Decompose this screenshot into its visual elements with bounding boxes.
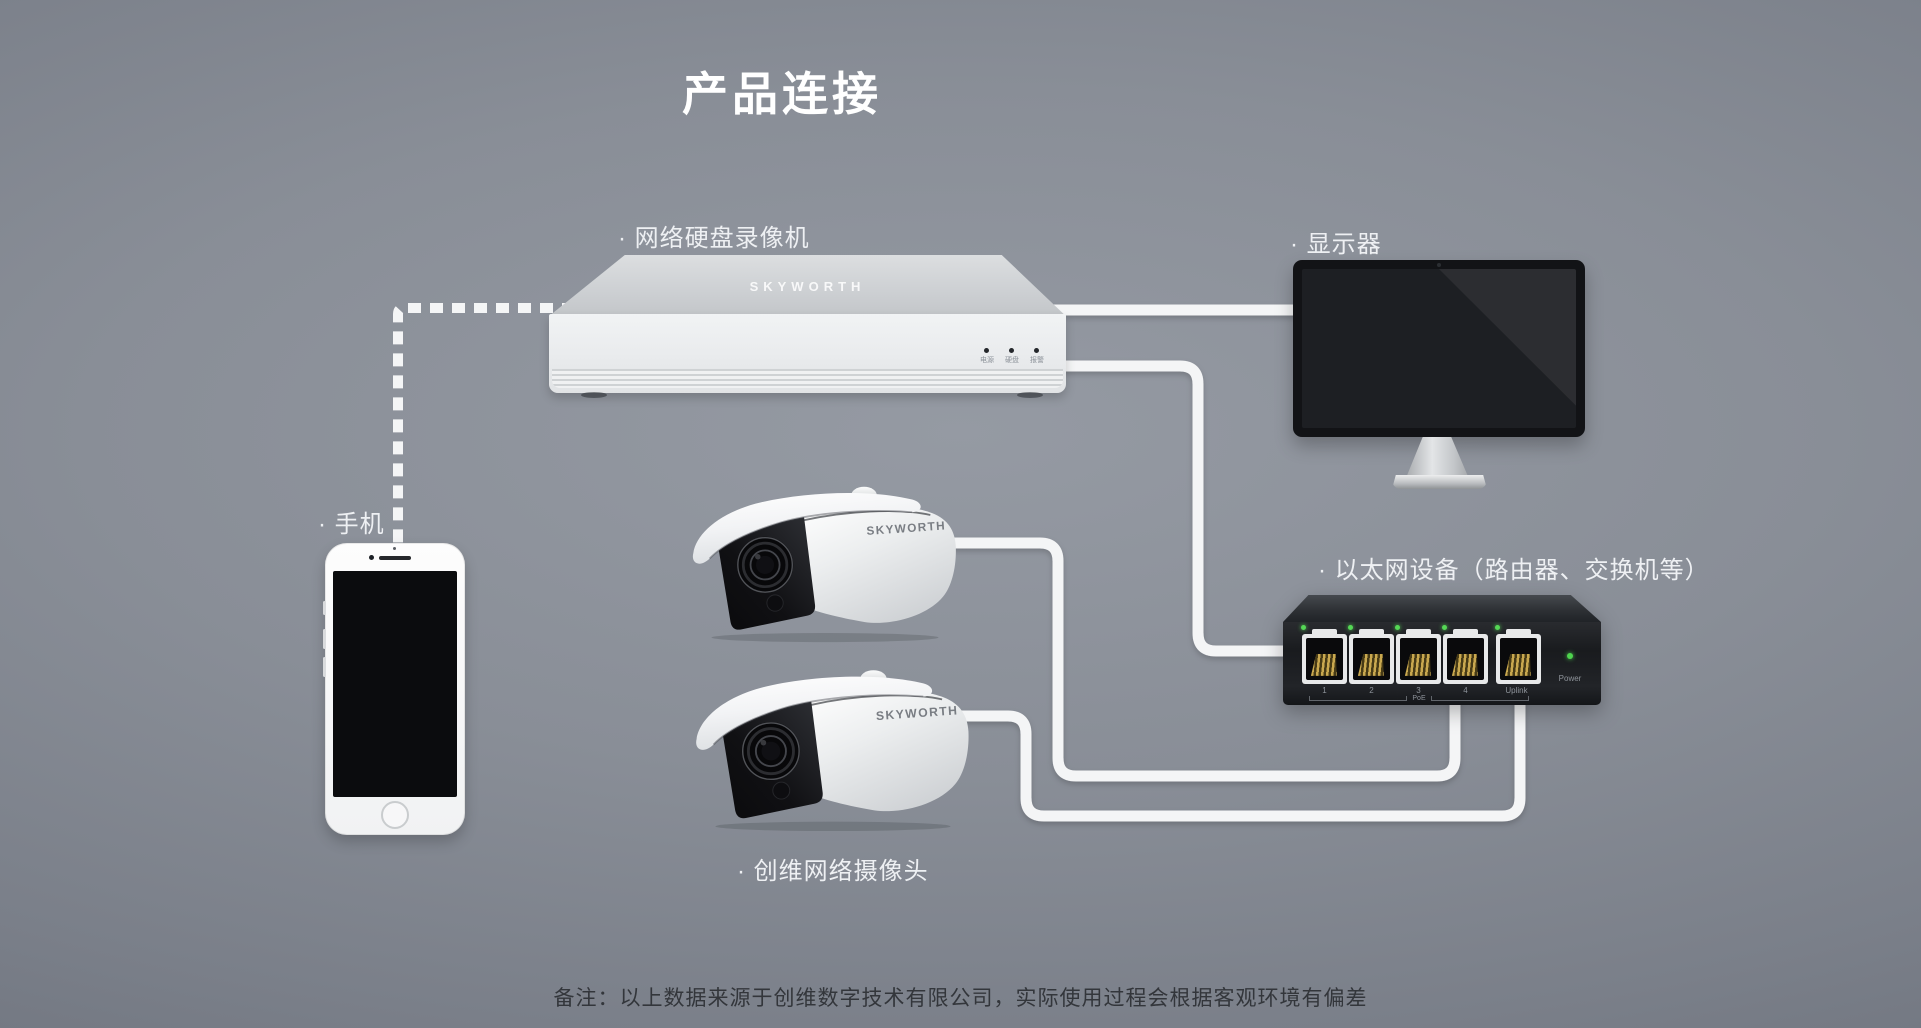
page-title: 产品连接 xyxy=(682,68,882,120)
camera-brand-text: SKYWORTH xyxy=(866,518,947,538)
solid-wires xyxy=(940,304,1526,822)
switch-top-face xyxy=(1283,595,1601,622)
wire-camera1-to-switch xyxy=(940,537,1461,782)
nvr-device: SKYWORTH 电源 硬盘 报警 xyxy=(545,253,1070,401)
phone-home-button xyxy=(381,801,409,829)
monitor-bezel xyxy=(1293,260,1585,437)
nvr-led-label: 报警 xyxy=(1030,357,1044,364)
port-status-led xyxy=(1442,625,1447,630)
camera-brand-text: SKYWORTH xyxy=(875,703,958,723)
rj45-port-1 xyxy=(1301,625,1347,684)
port-opening xyxy=(1400,638,1437,680)
camera-shadow xyxy=(711,633,939,643)
camera-hood xyxy=(692,492,921,564)
phone-volume-button xyxy=(323,629,326,649)
camera-hood-edge xyxy=(712,694,924,746)
phone-volume-button xyxy=(323,657,326,677)
nvr-foot xyxy=(581,392,607,398)
port-status-led xyxy=(1301,625,1306,630)
port-tab xyxy=(1359,629,1384,635)
port-number: 2 xyxy=(1369,686,1374,695)
rj45-port-uplink xyxy=(1495,625,1541,684)
camera-label: · 创维网络摄像头 xyxy=(737,858,929,885)
port-tab xyxy=(1312,629,1337,635)
port-tab xyxy=(1506,629,1531,635)
port-opening xyxy=(1447,638,1484,680)
ethernet-label: · 以太网设备（路由器、交换机等） xyxy=(1318,557,1710,584)
nvr-hdd-led xyxy=(1009,348,1014,353)
poe-label: PoE xyxy=(1412,695,1426,702)
nvr-led-label: 硬盘 xyxy=(1005,357,1019,364)
phone-sensor-dot xyxy=(393,547,396,550)
camera-lens xyxy=(736,536,794,594)
port-number: 1 xyxy=(1322,686,1327,695)
phone-front-camera xyxy=(369,555,374,560)
rj45-port-2 xyxy=(1348,625,1394,684)
phone-screen xyxy=(333,571,457,797)
port-number: 4 xyxy=(1463,686,1468,695)
wire-phone-to-nvr-dashed xyxy=(393,303,575,546)
rj45-port-4 xyxy=(1442,625,1488,684)
switch-power-led xyxy=(1567,653,1573,659)
monitor-screen xyxy=(1302,269,1576,428)
port-opening xyxy=(1500,638,1537,680)
nvr-power-led xyxy=(984,348,989,353)
ethernet-switch-device: 1 2 3 4 PoE Uplink Power xyxy=(1283,595,1601,705)
port-opening xyxy=(1353,638,1390,680)
camera-hood xyxy=(696,676,933,750)
camera-shadow xyxy=(715,821,951,832)
port-pins xyxy=(1310,654,1338,676)
port-number: 3 xyxy=(1416,686,1421,695)
nvr-alarm-led xyxy=(1034,348,1039,353)
nvr-vent-grooves xyxy=(552,369,1063,388)
phone-mute-switch xyxy=(323,601,326,615)
camera-ir-led xyxy=(772,781,791,800)
port-pins xyxy=(1357,654,1385,676)
port-status-led xyxy=(1495,625,1500,630)
camera-ir-led xyxy=(766,594,784,612)
power-label: Power xyxy=(1558,674,1582,683)
camera-hood-edge xyxy=(709,510,913,560)
camera-top-seam xyxy=(810,694,943,706)
port-opening xyxy=(1306,638,1343,680)
camera-lens xyxy=(741,721,801,781)
monitor-stand-base xyxy=(1392,475,1487,489)
port-status-led xyxy=(1348,625,1353,630)
phone-device xyxy=(323,543,465,835)
port-tab xyxy=(1453,629,1478,635)
wire-nvr-to-switch xyxy=(1050,360,1300,657)
poe-bracket: PoE xyxy=(1309,695,1529,702)
nvr-brand-text: SKYWORTH xyxy=(749,279,866,294)
nvr-front-face xyxy=(549,314,1066,393)
monitor-label: · 显示器 xyxy=(1290,231,1382,258)
monitor-webcam-dot xyxy=(1437,263,1441,267)
footer-note: 备注：以上数据来源于创维数字技术有限公司，实际使用过程会根据客观环境有偏差 xyxy=(553,987,1368,1010)
port-pins xyxy=(1451,654,1479,676)
nvr-foot xyxy=(1017,392,1043,398)
ip-camera-2: SKYWORTH xyxy=(696,670,969,832)
nvr-top-face: SKYWORTH xyxy=(549,255,1066,316)
port-pins xyxy=(1404,654,1432,676)
rj45-port-3 xyxy=(1395,625,1441,684)
port-status-led xyxy=(1395,625,1400,630)
nvr-label: · 网络硬盘录像机 xyxy=(618,225,810,252)
phone-label: · 手机 xyxy=(318,511,385,538)
camera-body xyxy=(797,505,956,623)
monitor-device xyxy=(1293,260,1585,490)
monitor-screen-reflection xyxy=(1439,269,1576,406)
uplink-label: Uplink xyxy=(1505,686,1528,695)
port-pins xyxy=(1504,654,1532,676)
switch-front-face: 1 2 3 4 PoE Uplink Power xyxy=(1283,622,1601,705)
ip-camera-1: SKYWORTH xyxy=(692,486,956,643)
monitor-stand-neck xyxy=(1406,437,1469,477)
camera-body xyxy=(804,689,969,812)
switch-port-row xyxy=(1301,625,1541,684)
port-tab xyxy=(1406,629,1431,635)
phone-earpiece xyxy=(379,556,411,560)
wire-camera2-to-switch xyxy=(950,697,1526,822)
nvr-led-label: 电源 xyxy=(980,357,994,364)
camera-top-seam xyxy=(803,510,931,522)
